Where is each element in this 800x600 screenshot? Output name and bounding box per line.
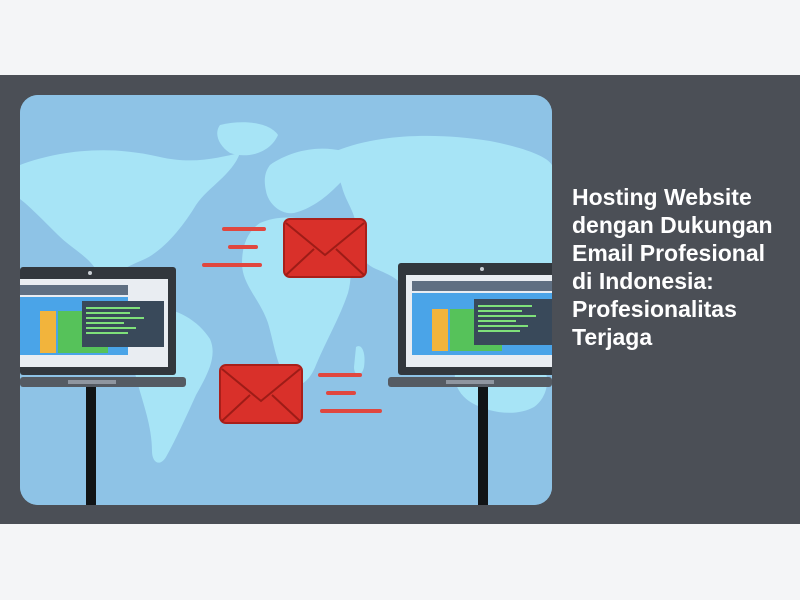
laptop-icon — [20, 267, 186, 387]
envelope-icon — [219, 364, 382, 424]
email-hosting-illustration — [20, 95, 552, 505]
monitor-stand-icon — [478, 387, 488, 505]
article-banner: Hosting Website dengan Dukungan Email Pr… — [0, 75, 800, 524]
laptop-icon — [388, 263, 552, 387]
article-headline: Hosting Website dengan Dukungan Email Pr… — [572, 184, 773, 350]
monitor-stand-icon — [86, 387, 96, 505]
featured-image — [20, 95, 552, 505]
envelope-icon — [202, 218, 367, 278]
